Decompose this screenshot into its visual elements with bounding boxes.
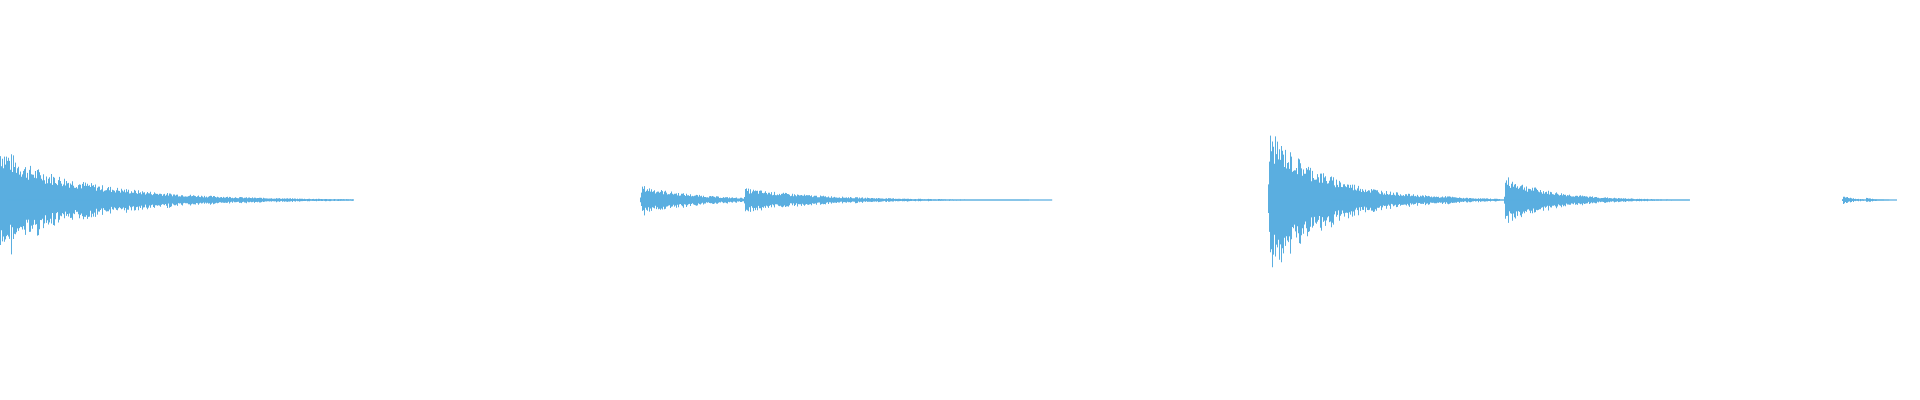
waveform-path [0, 135, 1884, 268]
waveform-trace [0, 135, 1897, 268]
